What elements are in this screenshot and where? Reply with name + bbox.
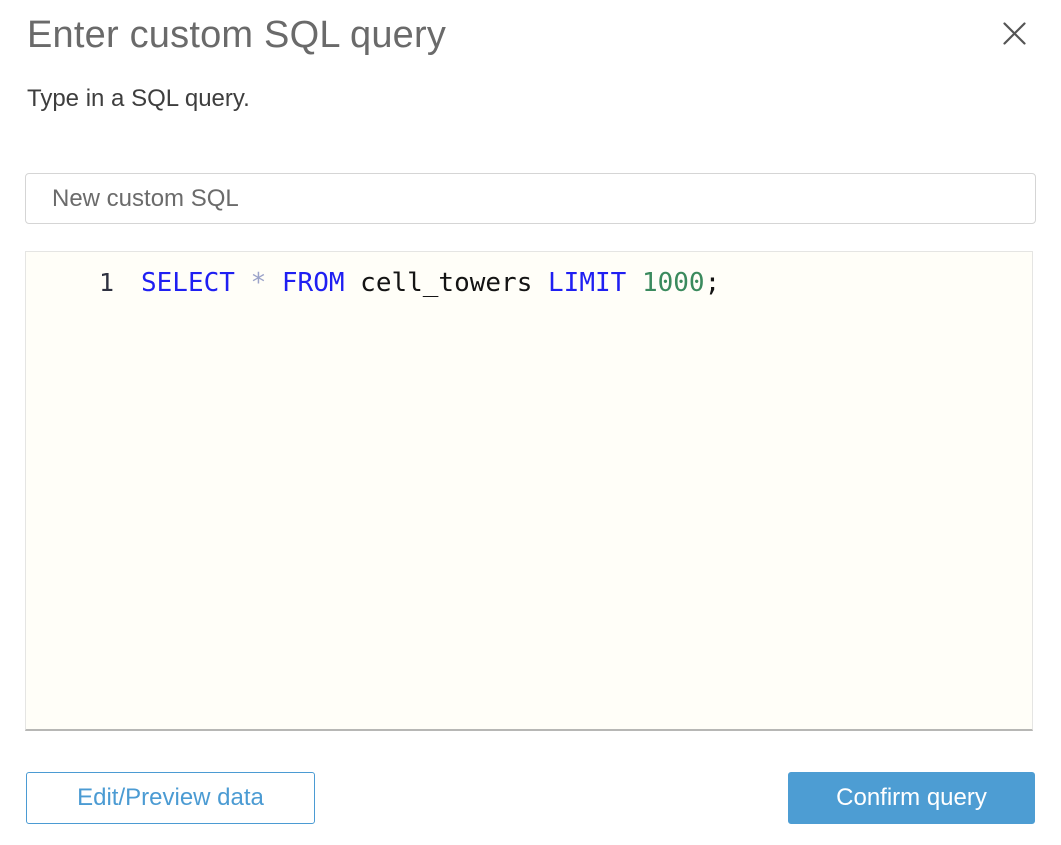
query-name-input[interactable] (25, 173, 1036, 224)
code-token-plain (266, 268, 282, 298)
line-number: 1 (98, 268, 114, 297)
code-token-plain: ; (704, 268, 721, 298)
page-title: Enter custom SQL query (27, 14, 447, 56)
code-token-keyword: FROM (281, 268, 345, 298)
close-icon[interactable] (1000, 19, 1028, 47)
code-token-number: 1000 (641, 268, 705, 298)
code-token-keyword: LIMIT (548, 268, 627, 298)
x-icon (1002, 21, 1026, 45)
code-line: 1 SELECT * FROM cell_towers LIMIT 1000; (26, 252, 1032, 300)
edit-preview-data-button[interactable]: Edit/Preview data (26, 772, 315, 824)
code-token-operator: * (250, 268, 267, 298)
code-token-plain (626, 268, 642, 298)
code-token-keyword: SELECT (141, 268, 235, 298)
code-token-plain: cell_towers (344, 268, 549, 298)
confirm-query-button[interactable]: Confirm query (788, 772, 1035, 824)
sql-code: SELECT * FROM cell_towers LIMIT 1000; (114, 266, 720, 300)
code-token-plain (235, 268, 251, 298)
dialog-subtitle: Type in a SQL query. (27, 85, 250, 112)
sql-editor[interactable]: 1 SELECT * FROM cell_towers LIMIT 1000; (25, 251, 1033, 731)
